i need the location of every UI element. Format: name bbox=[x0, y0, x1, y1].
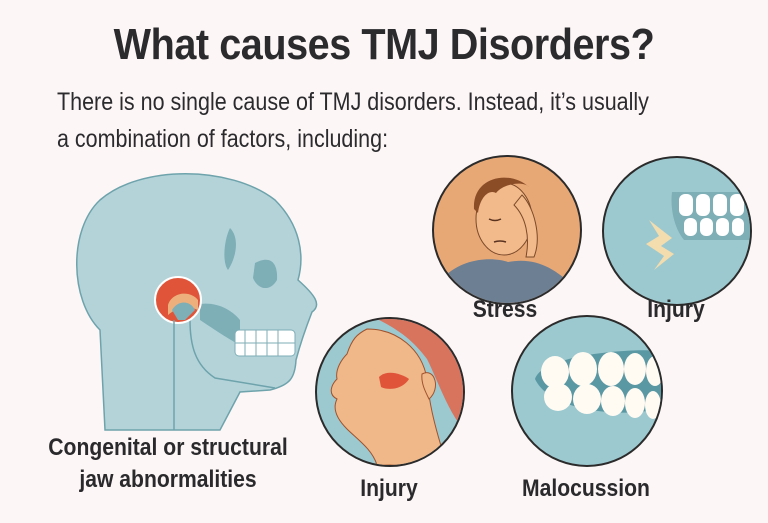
factor-label-stress: Stress bbox=[472, 296, 538, 323]
cracked-teeth-icon bbox=[646, 192, 750, 270]
injury-face-illustration bbox=[315, 317, 465, 467]
page-title: What causes TMJ Disorders? bbox=[113, 20, 655, 69]
factor-label-injury-bottom: Injury bbox=[360, 475, 418, 502]
factor-label-congenital-2: jaw abnormalities bbox=[79, 466, 257, 493]
jaw-injury-face-icon bbox=[330, 319, 463, 465]
stressed-man-icon bbox=[434, 177, 574, 303]
stress-illustration bbox=[432, 155, 582, 305]
misaligned-teeth-icon bbox=[535, 350, 661, 419]
factor-label-malocussion: Malocussion bbox=[522, 475, 650, 502]
factor-label-injury-top: Injury bbox=[647, 296, 705, 323]
intro-line-2: a combination of factors, including: bbox=[57, 125, 389, 153]
malocussion-illustration bbox=[511, 315, 663, 467]
injury-teeth-illustration bbox=[602, 156, 752, 306]
factor-label-congenital-1: Congenital or structural bbox=[48, 434, 288, 461]
intro-line-1: There is no single cause of TMJ disorder… bbox=[57, 88, 649, 116]
